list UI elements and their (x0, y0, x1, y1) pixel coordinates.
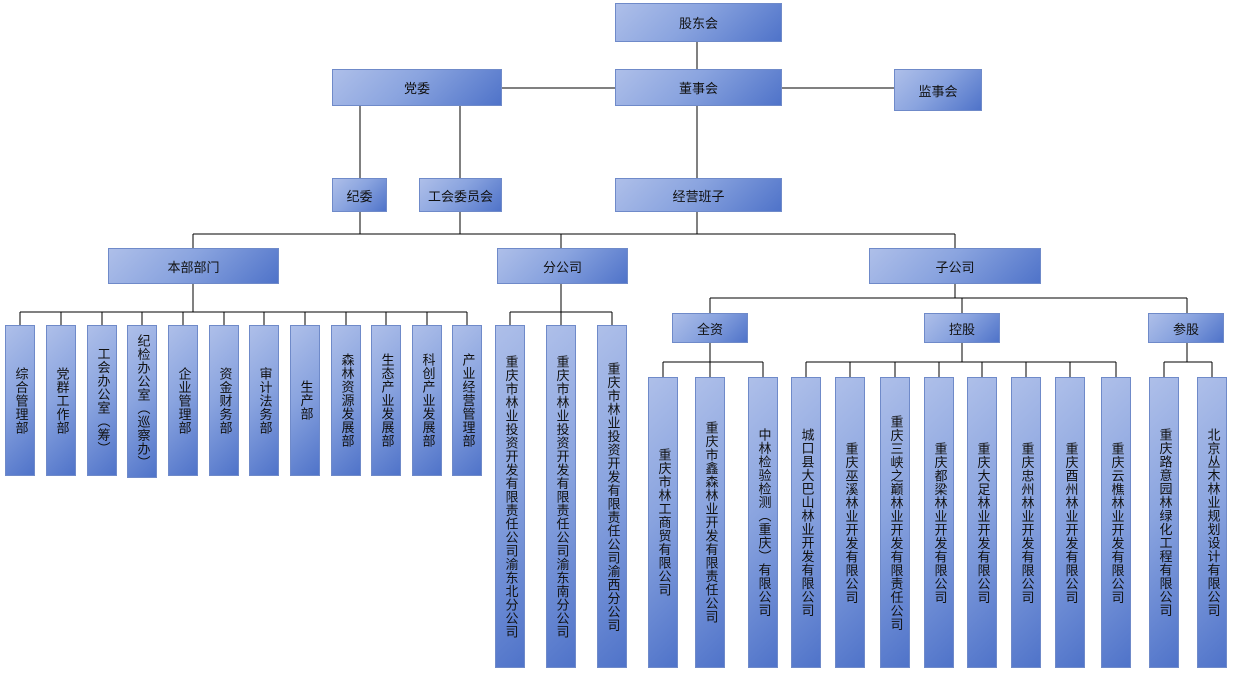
subsidiary-label: 重庆都梁林业开发有限公司 (931, 441, 947, 604)
subsidiary-box: 重庆路意园林绿化工程有限公司 (1149, 377, 1179, 668)
holding-box: 控股 (924, 313, 1000, 343)
branch-box: 重庆市林业投资开发有限责任公司渝东北分公司 (495, 325, 525, 668)
department-label: 党群工作部 (53, 366, 69, 435)
subsidiary-label: 重庆市鑫森林业开发有限责任公司 (702, 421, 718, 624)
subsidiary-box: 重庆忠州林业开发有限公司 (1011, 377, 1041, 668)
wholly-owned-label: 全资 (696, 322, 723, 338)
department-label: 森林资源发展部 (338, 353, 354, 448)
branches-label: 分公司 (542, 260, 582, 276)
department-label: 生产部 (297, 380, 313, 421)
department-box: 产业经营管理部 (452, 325, 482, 476)
department-box: 森林资源发展部 (331, 325, 361, 476)
subsidiary-label: 中林检验检测（重庆）有限公司 (755, 428, 771, 617)
subsidiary-label: 重庆大足林业开发有限公司 (974, 441, 990, 604)
department-box: 生产部 (290, 325, 320, 476)
department-label: 纪检办公室（巡察办） (134, 334, 150, 469)
subsidiary-label: 重庆酉州林业开发有限公司 (1062, 441, 1078, 604)
subsidiary-box: 重庆都梁林业开发有限公司 (924, 377, 954, 668)
department-box: 综合管理部 (5, 325, 35, 476)
subsidiary-label: 重庆路意园林绿化工程有限公司 (1156, 428, 1172, 617)
board-label: 董事会 (678, 82, 718, 97)
supervisors-box: 监事会 (894, 69, 982, 111)
discipline-box: 纪委 (332, 178, 387, 212)
shareholders-box: 股东会 (615, 3, 782, 42)
subsidiary-box: 重庆酉州林业开发有限公司 (1055, 377, 1085, 668)
supervisors-label: 监事会 (918, 84, 958, 100)
subsidiary-box: 重庆市林工商贸有限公司 (648, 377, 678, 668)
management-box: 经营班子 (615, 178, 782, 212)
subsidiary-box: 重庆三峡之巅林业开发有限责任公司 (880, 377, 910, 668)
subsidiary-label: 城口县大巴山林业开发有限公司 (798, 428, 814, 617)
branch-label: 重庆市林业投资开发有限责任公司渝东北分公司 (502, 354, 518, 639)
participating-box: 参股 (1148, 313, 1224, 343)
subsidiary-label: 重庆云樵林业开发有限公司 (1108, 441, 1124, 604)
subsidiary-box: 北京丛木林业规划设计有限公司 (1197, 377, 1227, 668)
branch-label: 重庆市林业投资开发有限责任公司渝东南分公司 (553, 354, 569, 639)
management-label: 经营班子 (672, 189, 725, 205)
subsidiary-label: 重庆巫溪林业开发有限公司 (842, 441, 858, 604)
department-label: 生态产业发展部 (378, 353, 394, 448)
subsidiaries-label: 子公司 (935, 260, 975, 276)
wholly-owned-box: 全资 (672, 313, 748, 343)
subsidiary-box: 重庆云樵林业开发有限公司 (1101, 377, 1131, 668)
department-box: 党群工作部 (46, 325, 76, 476)
department-label: 资金财务部 (216, 366, 232, 435)
branches-box: 分公司 (497, 248, 628, 284)
subsidiary-box: 中林检验检测（重庆）有限公司 (748, 377, 778, 668)
department-label: 企业管理部 (175, 366, 191, 435)
department-box: 生态产业发展部 (371, 325, 401, 476)
branch-box: 重庆市林业投资开发有限责任公司渝西分公司 (597, 325, 627, 668)
headquarters-label: 本部部门 (167, 260, 220, 276)
party-committee-label: 党委 (403, 82, 430, 97)
department-box: 纪检办公室（巡察办） (127, 325, 157, 478)
subsidiary-box: 重庆大足林业开发有限公司 (967, 377, 997, 668)
subsidiary-label: 重庆市林工商贸有限公司 (655, 448, 671, 597)
department-box: 资金财务部 (209, 325, 239, 476)
branch-box: 重庆市林业投资开发有限责任公司渝东南分公司 (546, 325, 576, 668)
department-label: 工会办公室（筹） (94, 346, 110, 455)
board-box: 董事会 (615, 69, 782, 106)
subsidiary-label: 重庆三峡之巅林业开发有限责任公司 (887, 414, 903, 631)
department-label: 产业经营管理部 (459, 353, 475, 448)
participating-label: 参股 (1172, 322, 1199, 338)
subsidiary-box: 重庆巫溪林业开发有限公司 (835, 377, 865, 668)
shareholders-label: 股东会 (678, 17, 718, 32)
union-box: 工会委员会 (419, 178, 502, 212)
department-box: 科创产业发展部 (412, 325, 442, 476)
subsidiary-label: 北京丛木林业规划设计有限公司 (1204, 428, 1220, 617)
subsidiary-box: 重庆市鑫森林业开发有限责任公司 (695, 377, 725, 668)
department-label: 综合管理部 (12, 366, 28, 435)
party-committee-box: 党委 (332, 69, 502, 106)
union-label: 工会委员会 (427, 189, 493, 205)
branch-label: 重庆市林业投资开发有限责任公司渝西分公司 (604, 361, 620, 632)
holding-label: 控股 (948, 322, 975, 338)
department-box: 工会办公室（筹） (87, 325, 117, 476)
subsidiary-label: 重庆忠州林业开发有限公司 (1018, 441, 1034, 604)
department-box: 企业管理部 (168, 325, 198, 476)
subsidiaries-box: 子公司 (869, 248, 1041, 284)
discipline-label: 纪委 (346, 189, 373, 205)
department-label: 审计法务部 (256, 366, 272, 435)
subsidiary-box: 城口县大巴山林业开发有限公司 (791, 377, 821, 668)
department-box: 审计法务部 (249, 325, 279, 476)
department-label: 科创产业发展部 (419, 353, 435, 448)
headquarters-box: 本部部门 (108, 248, 279, 284)
